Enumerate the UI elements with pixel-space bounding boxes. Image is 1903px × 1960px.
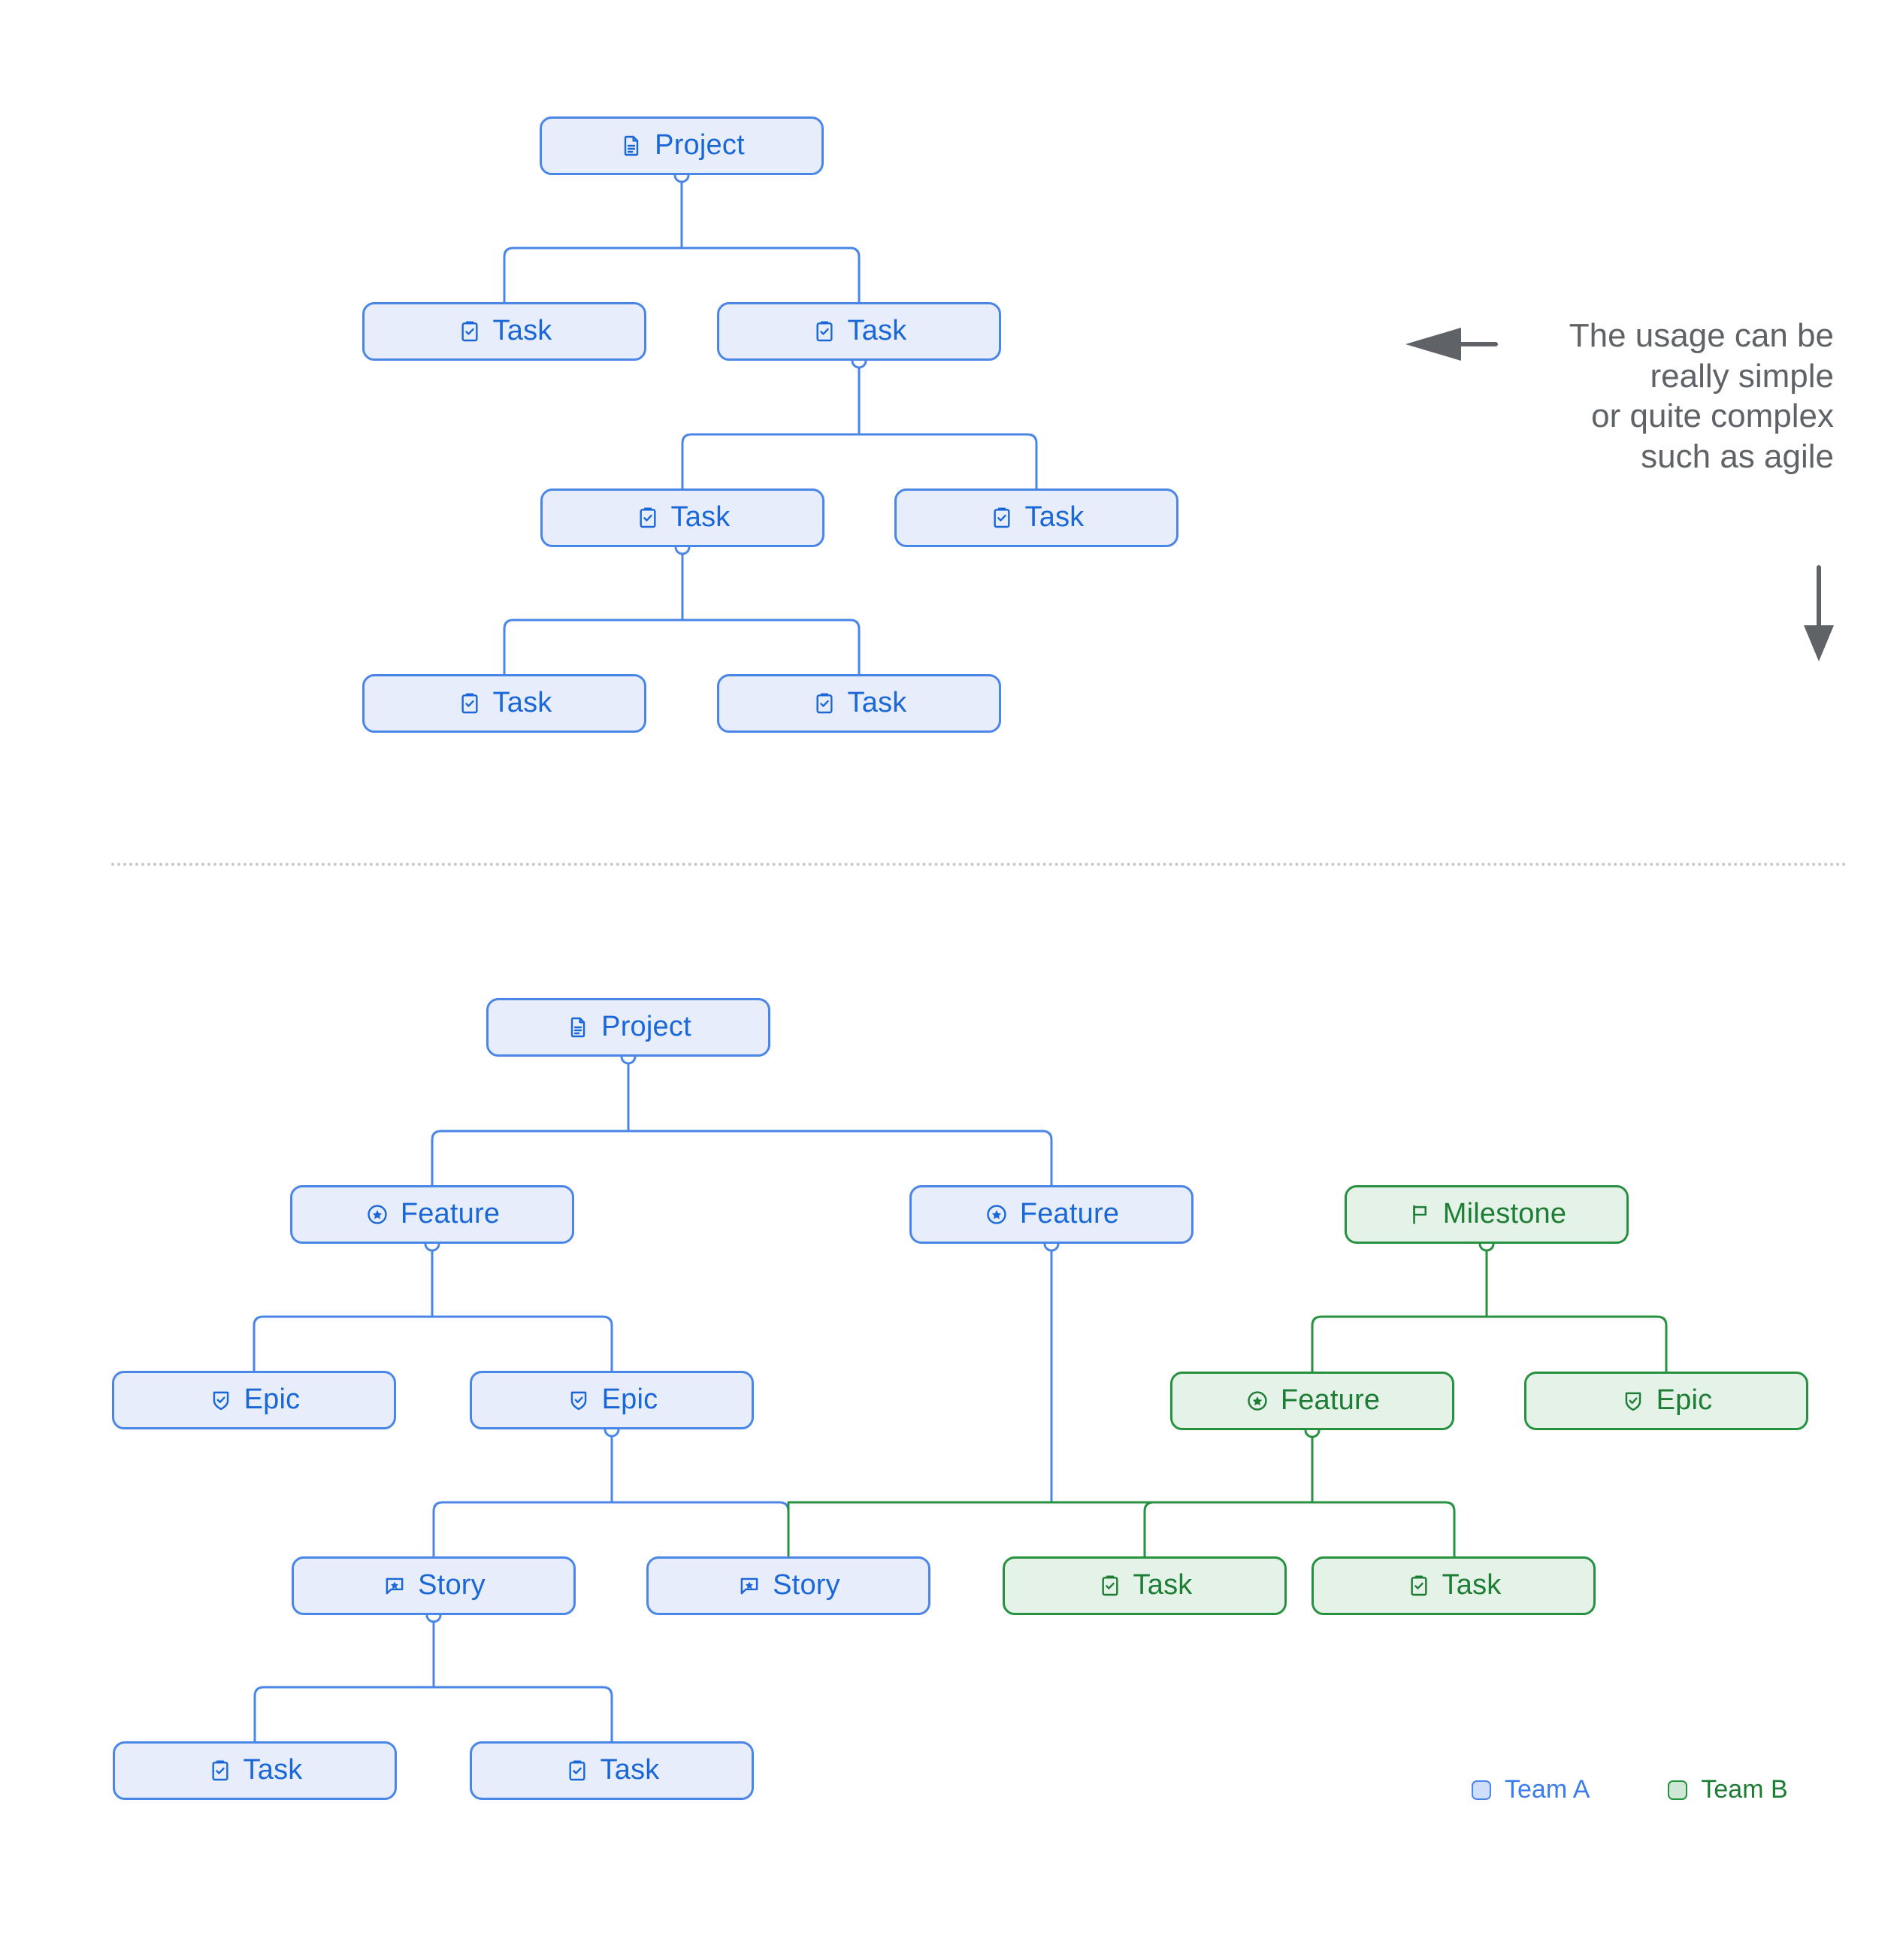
node-label: Task xyxy=(492,687,552,718)
clipboard-check-icon xyxy=(457,691,483,716)
usage-annotation: The usage can be really simple or quite … xyxy=(1569,317,1834,476)
node-task[interactable]: Task xyxy=(362,302,646,361)
node-label: Epic xyxy=(244,1384,301,1415)
node-feature[interactable]: Feature xyxy=(909,1185,1194,1244)
clipboard-check-icon xyxy=(1406,1573,1432,1599)
document-icon xyxy=(565,1015,591,1040)
node-label: Feature xyxy=(400,1198,501,1230)
node-label: Project xyxy=(601,1011,691,1042)
node-task[interactable]: Task xyxy=(1003,1556,1287,1615)
node-epic[interactable]: Epic xyxy=(1524,1372,1808,1430)
node-feature[interactable]: Feature xyxy=(1170,1372,1454,1430)
node-task[interactable]: Task xyxy=(717,302,1001,361)
comment-star-icon xyxy=(737,1573,762,1599)
node-label: Task xyxy=(847,687,907,718)
flag-icon xyxy=(1407,1202,1433,1227)
document-icon xyxy=(619,133,644,159)
node-label: Story xyxy=(773,1569,840,1601)
star-circle-icon xyxy=(365,1202,390,1227)
node-label: Feature xyxy=(1019,1198,1120,1230)
node-label: Task xyxy=(243,1754,303,1786)
node-epic[interactable]: Epic xyxy=(470,1371,754,1429)
team-b-swatch-icon xyxy=(1668,1780,1688,1800)
shield-check-icon xyxy=(208,1387,234,1413)
clipboard-check-icon xyxy=(207,1758,233,1783)
clipboard-check-icon xyxy=(1097,1573,1123,1599)
comment-star-icon xyxy=(382,1573,407,1599)
node-label: Task xyxy=(492,315,552,346)
legend-label: Team A xyxy=(1505,1775,1590,1804)
node-label: Task xyxy=(1024,501,1085,533)
legend-label: Team B xyxy=(1701,1775,1788,1804)
node-label: Task xyxy=(1133,1569,1193,1601)
node-epic[interactable]: Epic xyxy=(112,1371,396,1429)
legend-item-team-b[interactable]: Team B xyxy=(1668,1775,1788,1804)
node-label: Milestone xyxy=(1442,1198,1567,1230)
clipboard-check-icon xyxy=(564,1758,590,1783)
node-story[interactable]: Story xyxy=(292,1556,576,1615)
node-task[interactable]: Task xyxy=(362,674,646,733)
node-task[interactable]: Task xyxy=(894,488,1178,547)
section-divider xyxy=(111,863,1847,866)
node-feature[interactable]: Feature xyxy=(290,1185,574,1244)
node-label: Project xyxy=(655,129,745,161)
clipboard-check-icon xyxy=(989,505,1015,531)
node-task[interactable]: Task xyxy=(717,674,1001,733)
node-story[interactable]: Story xyxy=(646,1556,930,1615)
node-task[interactable]: Task xyxy=(1312,1556,1596,1615)
node-project[interactable]: Project xyxy=(540,116,824,175)
node-label: Epic xyxy=(601,1384,658,1415)
node-label: Task xyxy=(847,315,907,346)
node-task[interactable]: Task xyxy=(470,1741,754,1800)
legend-item-team-a[interactable]: Team A xyxy=(1472,1775,1590,1804)
node-label: Task xyxy=(670,501,731,533)
node-task[interactable]: Task xyxy=(540,488,824,547)
clipboard-check-icon xyxy=(635,505,661,531)
shield-check-icon xyxy=(566,1387,591,1413)
node-label: Task xyxy=(600,1754,660,1786)
clipboard-check-icon xyxy=(812,319,837,344)
node-label: Feature xyxy=(1280,1384,1381,1416)
team-legend: Team A Team B xyxy=(1472,1775,1788,1804)
node-task[interactable]: Task xyxy=(113,1741,397,1800)
star-circle-icon xyxy=(984,1202,1009,1227)
star-circle-icon xyxy=(1245,1388,1270,1414)
node-milestone[interactable]: Milestone xyxy=(1345,1185,1629,1244)
shield-check-icon xyxy=(1620,1388,1646,1414)
team-a-swatch-icon xyxy=(1472,1780,1491,1800)
node-project[interactable]: Project xyxy=(486,998,770,1057)
node-label: Epic xyxy=(1656,1384,1713,1416)
clipboard-check-icon xyxy=(812,691,837,716)
clipboard-check-icon xyxy=(457,319,483,344)
node-label: Story xyxy=(418,1569,486,1601)
node-label: Task xyxy=(1442,1569,1502,1601)
